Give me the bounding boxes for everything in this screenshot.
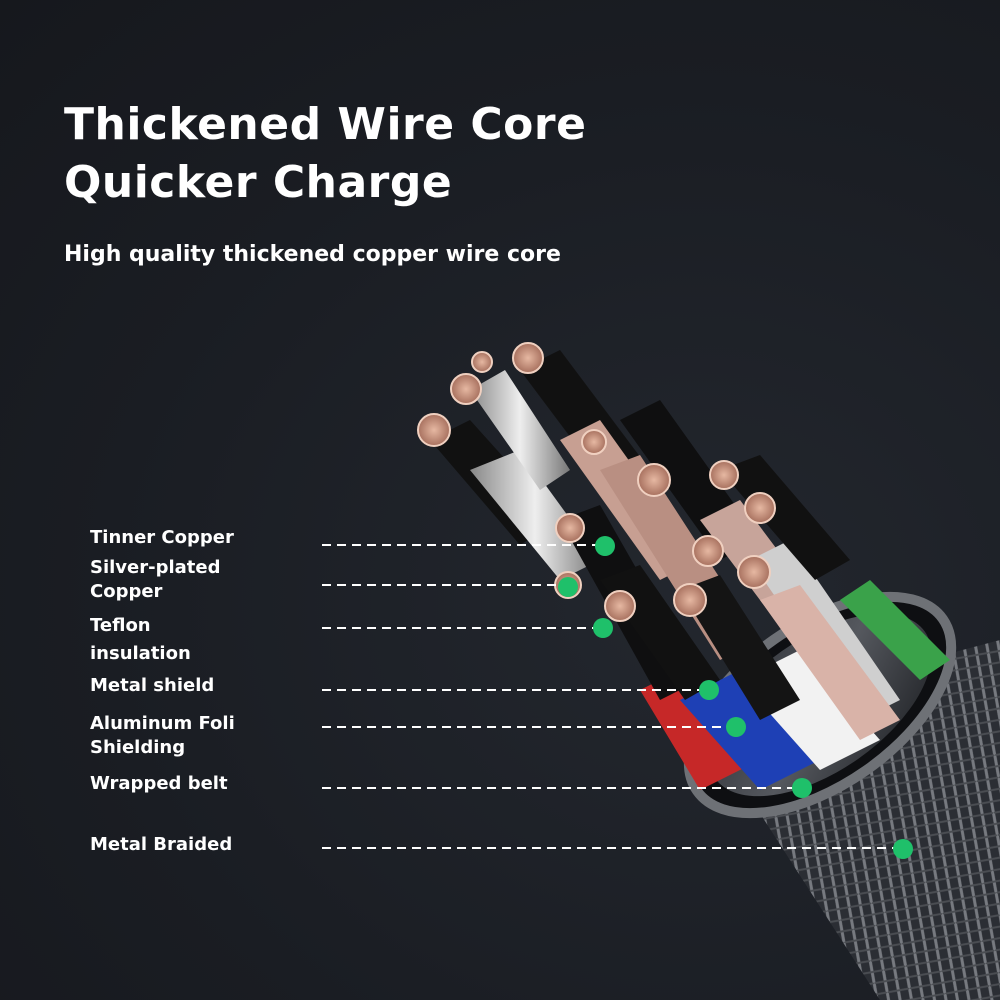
headline: Thickened Wire Core Quicker Charge (64, 96, 586, 212)
label-line: Metal shield (90, 675, 215, 696)
conductor-bundle (417, 342, 900, 740)
green-dot-icon (595, 536, 615, 556)
green-dot-icon (593, 618, 613, 638)
label-wrapped-belt: Wrapped belt (90, 772, 228, 796)
headline-line-1: Thickened Wire Core (64, 99, 587, 150)
green-dot-icon (792, 778, 812, 798)
callout-markers (558, 536, 913, 859)
label-line: Aluminum Foli (90, 713, 235, 734)
leader-lines (322, 544, 900, 849)
headline-line-2: Quicker Charge (64, 157, 453, 208)
copper-strand-ends (417, 342, 776, 622)
label-line: Silver-plated (90, 557, 221, 578)
label-metal-shield: Metal shield (90, 674, 214, 698)
label-line: Metal Braided (90, 834, 233, 855)
label-line: Shielding (90, 737, 186, 758)
green-dot-icon (893, 839, 913, 859)
label-teflon-insulation: Teflon insulation (90, 612, 191, 668)
label-aluminum-foil-shielding: Aluminum Foli Shielding (90, 712, 235, 760)
green-dot-icon (558, 577, 578, 597)
green-dot-icon (726, 717, 746, 737)
label-metal-braided: Metal Braided (90, 833, 232, 857)
label-line: Wrapped belt (90, 773, 228, 794)
label-line: insulation (90, 643, 191, 664)
label-line: Tinner Copper (90, 527, 234, 548)
label-tinner-copper: Tinner Copper (90, 526, 234, 550)
green-dot-icon (699, 680, 719, 700)
label-silver-plated-copper: Silver-plated Copper (90, 556, 221, 604)
subtitle: High quality thickened copper wire core (64, 242, 561, 267)
label-line: Teflon (90, 615, 151, 636)
label-line: Copper (90, 581, 163, 602)
